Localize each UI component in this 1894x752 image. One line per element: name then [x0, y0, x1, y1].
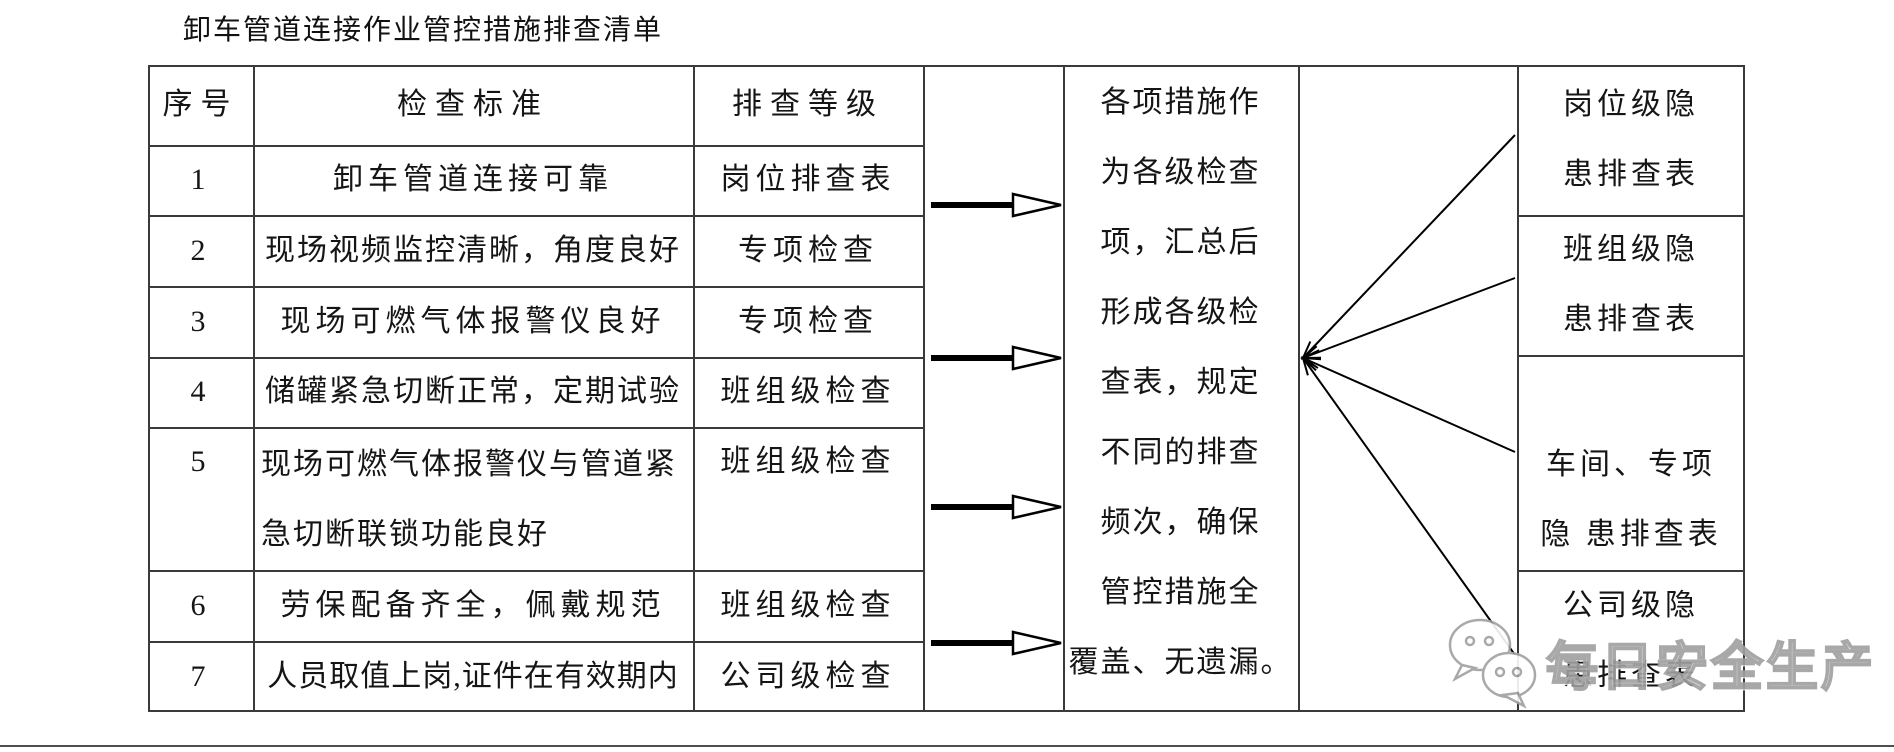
row7-standard: 人员取值上岗,证件在有效期内	[267, 659, 679, 693]
row7-level: 公司级检查	[720, 659, 896, 693]
summary-block: 各项措施作 为各级检查 项，汇总后 形成各级检 查表，规定 不同的排查 频次，确…	[1063, 65, 1298, 712]
row6-standard: 劳保配备齐全，佩戴规范	[280, 588, 666, 622]
summary-line: 为各级检查	[1100, 156, 1261, 189]
output-box-line: 岗位级隐	[1563, 88, 1699, 121]
row3-level: 专项检查	[738, 304, 878, 338]
divider-col-std-level	[693, 65, 695, 712]
summary-line: 覆盖、无遗漏。	[1068, 646, 1293, 679]
summary-line: 项，汇总后	[1100, 226, 1261, 259]
row1-standard: 卸车管道连接可靠	[333, 163, 613, 196]
summary-line: 各项措施作	[1100, 86, 1261, 119]
header-standard: 检查标准	[397, 88, 549, 121]
table-right-border	[923, 65, 925, 712]
page-bottom-rule	[0, 745, 1894, 747]
row-divider	[148, 570, 925, 572]
output-box-divider	[1517, 570, 1745, 572]
row4-level: 班组级检查	[720, 375, 896, 408]
output-box-line: 班组级隐	[1563, 233, 1699, 266]
wechat-icon	[1448, 618, 1537, 709]
row5-level: 班组级检查	[720, 445, 896, 478]
output-box-line: 患排查表	[1563, 659, 1699, 692]
row-divider	[148, 286, 925, 288]
watermark: 每日安全生产	[1446, 612, 1876, 712]
output-box-workshop-special: 车间、专项 隐 患排查表	[1517, 355, 1745, 570]
row2-no: 2	[190, 233, 211, 267]
summary-line: 查表，规定	[1100, 366, 1261, 399]
header-no: 序号	[162, 88, 239, 121]
output-box-line: 公司级隐	[1563, 589, 1699, 622]
row5-standard-line2: 急切断联锁功能良好	[261, 518, 549, 551]
row-divider	[148, 215, 925, 217]
summary-line: 频次，确保	[1100, 506, 1261, 539]
row-divider	[148, 357, 925, 359]
output-box-company-level: 公司级隐 患排查表	[1517, 570, 1745, 712]
row1-level: 岗位排查表	[720, 163, 896, 196]
output-box-line: 患排查表	[1563, 303, 1699, 336]
row-divider	[148, 145, 925, 147]
output-box-divider	[1517, 355, 1745, 357]
summary-line: 不同的排查	[1100, 436, 1261, 469]
row2-level: 专项检查	[738, 233, 878, 267]
output-box-post-level: 岗位级隐 患排查表	[1517, 65, 1745, 215]
header-level: 排查等级	[732, 88, 884, 121]
row5-no: 5	[190, 445, 211, 478]
row7-no: 7	[190, 659, 211, 693]
row6-no: 6	[190, 588, 211, 622]
watermark-text: 每日安全生产	[1545, 639, 1877, 698]
row5-standard-line1: 现场可燃气体报警仪与管道紧	[261, 448, 677, 481]
summary-line: 形成各级检	[1100, 296, 1261, 329]
output-box-line: 隐 患排查表	[1540, 518, 1722, 551]
output-box-line: 患排查表	[1563, 158, 1699, 191]
divider-col-no-std	[253, 65, 255, 712]
summary-right-border	[1298, 65, 1300, 712]
row3-no: 3	[190, 304, 211, 338]
row1-no: 1	[190, 163, 211, 196]
summary-left-border	[1063, 65, 1065, 712]
diagram-outer-border	[148, 65, 1745, 712]
row4-standard: 储罐紧急切断正常，定期试验	[265, 375, 681, 408]
output-column-left-border	[1517, 65, 1519, 712]
row6-level: 班组级检查	[720, 588, 896, 622]
output-box-line: 车间、专项	[1546, 448, 1716, 481]
summary-line: 管控措施全	[1100, 576, 1261, 609]
fan-lines-icon	[1300, 134, 1516, 656]
row-divider	[148, 641, 925, 643]
row4-no: 4	[190, 375, 211, 408]
right-arrow-icon-group	[931, 192, 1062, 656]
page-title: 卸车管道连接作业管控措施排查清单	[183, 15, 664, 46]
row3-standard: 现场可燃气体报警仪良好	[280, 304, 666, 338]
output-box-divider	[1517, 215, 1745, 217]
row2-standard: 现场视频监控清晰，角度良好	[265, 233, 681, 267]
row5-standard: 现场可燃气体报警仪与管道紧 急切断联锁功能良好	[253, 427, 693, 570]
row-divider	[148, 427, 925, 429]
output-box-team-level: 班组级隐 患排查表	[1517, 215, 1745, 355]
